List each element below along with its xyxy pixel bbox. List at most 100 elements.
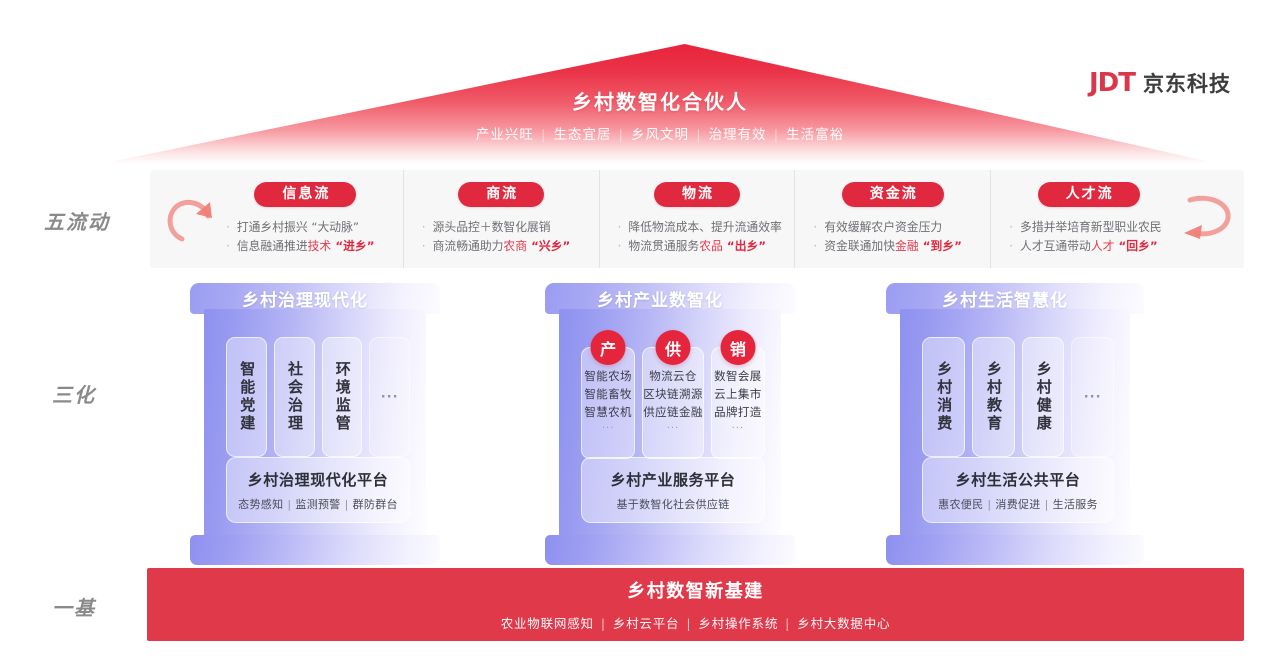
- platform-subtitle-item: 生活服务: [1052, 497, 1098, 511]
- pillar-body: 智能党建社会治理环境监管··· 乡村治理现代化平台 态势感知|监测预警|群防群台: [204, 309, 426, 537]
- industry-group-item: 物流云仓: [649, 369, 697, 383]
- rail-label-one-foundation: 一基: [52, 596, 96, 620]
- pillar-badge-card-row: 产智能农场智能畜牧智慧农机···供物流云仓区块链溯源供应链金融···销数智会展云…: [581, 330, 765, 459]
- flow-badge[interactable]: 物流: [653, 182, 740, 208]
- flow-badge[interactable]: 人才流: [1037, 182, 1140, 208]
- foundation-subtitle-item: 乡村大数据中心: [797, 616, 891, 631]
- foundation-bar[interactable]: 乡村数智新基建 农业物联网感知|乡村云平台|乡村操作系统|乡村大数据中心: [147, 568, 1244, 641]
- bullet-icon: ·: [1009, 239, 1014, 254]
- flow-list-item-text: 人才互通带动人才 “回乡”: [1020, 237, 1158, 256]
- pillar-rural-governance[interactable]: 乡村治理现代化 智能党建社会治理环境监管··· 乡村治理现代化平台 态势感知|监…: [190, 283, 440, 565]
- flow-badge[interactable]: 信息流: [254, 182, 357, 208]
- bullet-icon: ·: [226, 220, 230, 235]
- industry-group-badge[interactable]: 供: [655, 330, 691, 365]
- text-run: “出乡”: [722, 239, 767, 254]
- capability-card-more[interactable]: ···: [1071, 337, 1114, 457]
- flow-item-list: ·有效缓解农户资金压力·资金联通加快金融 “到乡”: [795, 218, 990, 256]
- platform-subtitle-item: 群防群台: [352, 497, 398, 511]
- capability-card[interactable]: 乡村健康: [1021, 337, 1065, 457]
- separator: |: [287, 497, 292, 511]
- flow-list-item-text: 商流畅通助力农商 “兴乡”: [433, 237, 571, 256]
- capability-card[interactable]: 智能党建: [226, 337, 267, 457]
- industry-group-card[interactable]: 产智能农场智能畜牧智慧农机···: [581, 330, 636, 459]
- text-run: 物流贯通服务: [628, 239, 700, 254]
- capability-card[interactable]: 乡村教育: [971, 337, 1015, 457]
- flow-list-item: ·降低物流成本、提升流通效率: [618, 218, 795, 237]
- logo-mark-text: JDT: [1089, 68, 1136, 98]
- flow-list-item: · 人才互通带动人才 “回乡”: [1009, 237, 1186, 256]
- flow-item-list: · 多措并举培育新型职业农民 · 人才互通带动人才 “回乡”: [991, 218, 1186, 256]
- brand-logo: JDT 京东科技: [1089, 68, 1231, 98]
- flow-badge[interactable]: 商流: [458, 182, 545, 208]
- industry-group-card[interactable]: 供物流云仓区块链溯源供应链金融···: [642, 330, 704, 459]
- platform-subtitle-item: 监测预警: [295, 497, 341, 511]
- five-flows-band: 信息流·打通乡村振兴 “大动脉”·信息融通推进技术 “进乡”商流·源头品控＋数智…: [150, 170, 1244, 268]
- pillar-foot: [886, 535, 1144, 565]
- flow-list-item-text: 有效缓解农户资金压力: [824, 218, 942, 237]
- pillar-card-row: 智能党建社会治理环境监管···: [226, 337, 410, 457]
- industry-group-item: 智能农场: [584, 369, 632, 383]
- pillar-platform-card[interactable]: 乡村治理现代化平台 态势感知|监测预警|群防群台: [226, 457, 410, 523]
- separator: |: [773, 127, 780, 143]
- bullet-icon: ·: [421, 220, 426, 235]
- roof-subtitle-item: 生态宜居: [553, 127, 612, 143]
- pillar-cap: 乡村治理现代化: [190, 283, 440, 314]
- capability-card-more[interactable]: ···: [369, 337, 410, 457]
- flow-column-2[interactable]: 物流 ·降低物流成本、提升流通效率·物流贯通服务农品 “出乡”: [600, 170, 796, 268]
- pillar-rural-life[interactable]: 乡村生活智慧化 乡村消费乡村教育乡村健康··· 乡村生活公共平台 惠农便民|消费…: [886, 283, 1144, 565]
- text-run: 技术: [307, 239, 332, 254]
- industry-group-badge[interactable]: 产: [590, 330, 626, 365]
- ellipsis-icon: ···: [731, 423, 745, 434]
- industry-group-card[interactable]: 销数智会展云上集市品牌打造···: [710, 330, 765, 459]
- curved-arrow-right-icon: [1184, 195, 1231, 239]
- flow-list-item: ·商流畅通助力农商 “兴乡”: [422, 237, 599, 256]
- platform-subtitle-item: 态势感知: [238, 497, 284, 511]
- industry-group-item: 品牌打造: [714, 405, 762, 419]
- capability-card[interactable]: 社会治理: [273, 337, 315, 457]
- flow-column-3[interactable]: 资金流 ·有效缓解农户资金压力·资金联通加快金融 “到乡”: [795, 170, 992, 268]
- flow-item-list: · 打通乡村振兴 “大动脉”· 信息融通推进技术 “进乡”: [208, 218, 403, 256]
- foundation-subtitle: 农业物联网感知|乡村云平台|乡村操作系统|乡村大数据中心: [501, 613, 891, 632]
- flow-list-item-text: 打通乡村振兴 “大动脉”: [237, 218, 359, 237]
- platform-subtitle: 态势感知|监测预警|群防群台: [238, 496, 398, 512]
- text-run: 多措并举培育新型职业农民: [1020, 220, 1162, 235]
- separator: |: [344, 497, 349, 511]
- pillar-platform-card[interactable]: 乡村生活公共平台 惠农便民|消费促进|生活服务: [922, 457, 1114, 523]
- flow-column-1[interactable]: 商流·源头品控＋数智化展销·商流畅通助力农商 “兴乡”: [404, 170, 600, 268]
- flow-list-item: ·资金联通加快金融 “到乡”: [813, 237, 990, 256]
- industry-group-item: 智慧农机: [584, 405, 632, 419]
- foundation-title: 乡村数智新基建: [627, 581, 764, 602]
- pillar-rural-industry[interactable]: 乡村产业数智化 产智能农场智能畜牧智慧农机···供物流云仓区块链溯源供应链金融·…: [545, 283, 795, 565]
- rail-label-three-modernizations: 三化: [52, 383, 96, 407]
- capability-card[interactable]: 乡村消费: [922, 337, 965, 457]
- industry-group-badge[interactable]: 销: [720, 330, 756, 365]
- text-run: 信息融通推进: [236, 239, 308, 254]
- platform-subtitle: 基于数智化社会供应链: [617, 496, 730, 512]
- roof-section: 乡村数智化合伙人 产业兴旺|生态宜居|乡风文明|治理有效|生活富裕: [100, 44, 1220, 164]
- flow-item-list: ·降低物流成本、提升流通效率·物流贯通服务农品 “出乡”: [600, 218, 795, 256]
- capability-card[interactable]: 环境监管: [321, 337, 363, 457]
- pillar-title: 乡村治理现代化: [242, 291, 368, 311]
- ellipsis-icon: ···: [601, 423, 615, 434]
- flow-badge[interactable]: 资金流: [841, 182, 944, 208]
- text-run: “进乡”: [331, 239, 375, 254]
- flow-list-item: · 打通乡村振兴 “大动脉”: [226, 218, 403, 237]
- industry-group-item: 供应链金融: [643, 405, 703, 419]
- five-flows-columns: 信息流·打通乡村振兴 “大动脉”·信息融通推进技术 “进乡”商流·源头品控＋数智…: [208, 170, 1186, 268]
- pillar-title: 乡村生活智慧化: [942, 291, 1068, 311]
- pillar-foot: [190, 535, 440, 565]
- flow-column-0[interactable]: 信息流 · 打通乡村振兴 “大动脉”· 信息融通推进技术 “进乡”: [208, 170, 404, 268]
- flow-column-4[interactable]: 人才流 · 多措并举培育新型职业农民 · 人才互通带动人才 “回乡”: [991, 170, 1186, 268]
- platform-title: 乡村产业服务平台: [610, 470, 736, 489]
- industry-group-item: 数智会展: [714, 369, 762, 383]
- roof-subtitle-item: 治理有效: [708, 127, 767, 143]
- pillar-platform-card[interactable]: 乡村产业服务平台 基于数智化社会供应链: [581, 457, 765, 523]
- foundation-subtitle-item: 农业物联网感知: [500, 616, 594, 631]
- pillar-body: 乡村消费乡村教育乡村健康··· 乡村生活公共平台 惠农便民|消费促进|生活服务: [900, 309, 1130, 537]
- separator: |: [600, 616, 606, 631]
- separator: |: [696, 127, 702, 143]
- text-run: 商流畅通助力: [432, 239, 504, 254]
- text-run: 人才: [1090, 239, 1115, 254]
- separator: |: [618, 127, 624, 143]
